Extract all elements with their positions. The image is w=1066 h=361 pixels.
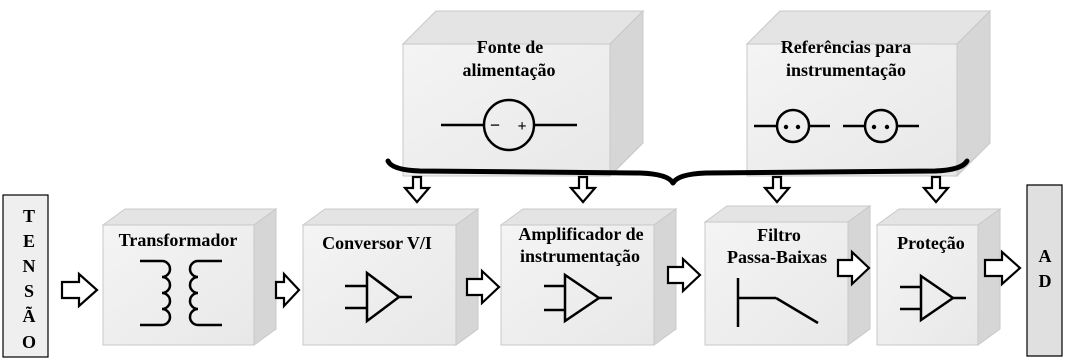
right-arrow [983, 249, 1022, 287]
opamp-icon [900, 273, 966, 323]
fonte-label-line2: alimentação [463, 60, 556, 80]
current-source-icon [843, 108, 919, 144]
tensao-input-block: T E N S Ã O [2, 194, 49, 358]
tensao-letter: Ã [23, 305, 36, 326]
down-arrow [921, 175, 951, 204]
amplificador-block: Amplificador de instrumentação [499, 208, 678, 346]
opamp-icon [544, 272, 612, 324]
right-arrow [60, 271, 99, 309]
ad-letter: D [1039, 271, 1052, 291]
minus-sign: − [490, 115, 500, 135]
protecao-label: Proteção [897, 233, 965, 253]
filtro-label-line2: Passa-Baixas [727, 247, 827, 267]
down-arrow [568, 175, 598, 204]
referencias-label-line1: Referências para [781, 37, 911, 57]
filtro-block: Filtro Passa-Baixas [703, 205, 872, 346]
fonte-label-line1: Fonte de [477, 37, 544, 57]
right-arrow [836, 249, 871, 287]
plus-sign: + [517, 118, 526, 135]
ad-output-block: A D [1026, 184, 1063, 357]
opamp-icon [345, 270, 412, 324]
filtro-label-line1: Filtro [757, 225, 801, 245]
distribution-brace [385, 158, 970, 186]
amplificador-label-line2: instrumentação [520, 246, 640, 266]
current-source-icon [754, 108, 830, 144]
down-arrow [402, 175, 432, 204]
protecao-block: Proteção [875, 208, 1002, 346]
amplificador-label-line1: Amplificador de [518, 224, 643, 244]
lowpass-filter-icon [736, 278, 819, 327]
right-arrow [274, 271, 301, 309]
tensao-letter: E [23, 231, 35, 251]
referencias-block: Referências para instrumentação [745, 9, 992, 178]
conversor-label: Conversor V/I [322, 233, 432, 253]
right-arrow [666, 256, 702, 294]
down-arrow [762, 175, 792, 204]
tensao-letter: S [24, 281, 34, 301]
fonte-alimentacao-block: Fonte de alimentação − + [401, 9, 645, 178]
tensao-letter: O [22, 332, 36, 352]
tensao-letter: N [23, 256, 36, 276]
tensao-letter: T [23, 206, 35, 226]
transformador-block: Transformador [101, 208, 278, 346]
conversor-block: Conversor V/I [301, 208, 480, 346]
right-arrow [465, 268, 501, 306]
transformer-icon [140, 259, 222, 327]
ad-letter: A [1039, 246, 1052, 266]
transformador-label: Transformador [119, 230, 238, 250]
referencias-label-line2: instrumentação [786, 60, 906, 80]
dc-source-icon: − + [441, 98, 577, 152]
